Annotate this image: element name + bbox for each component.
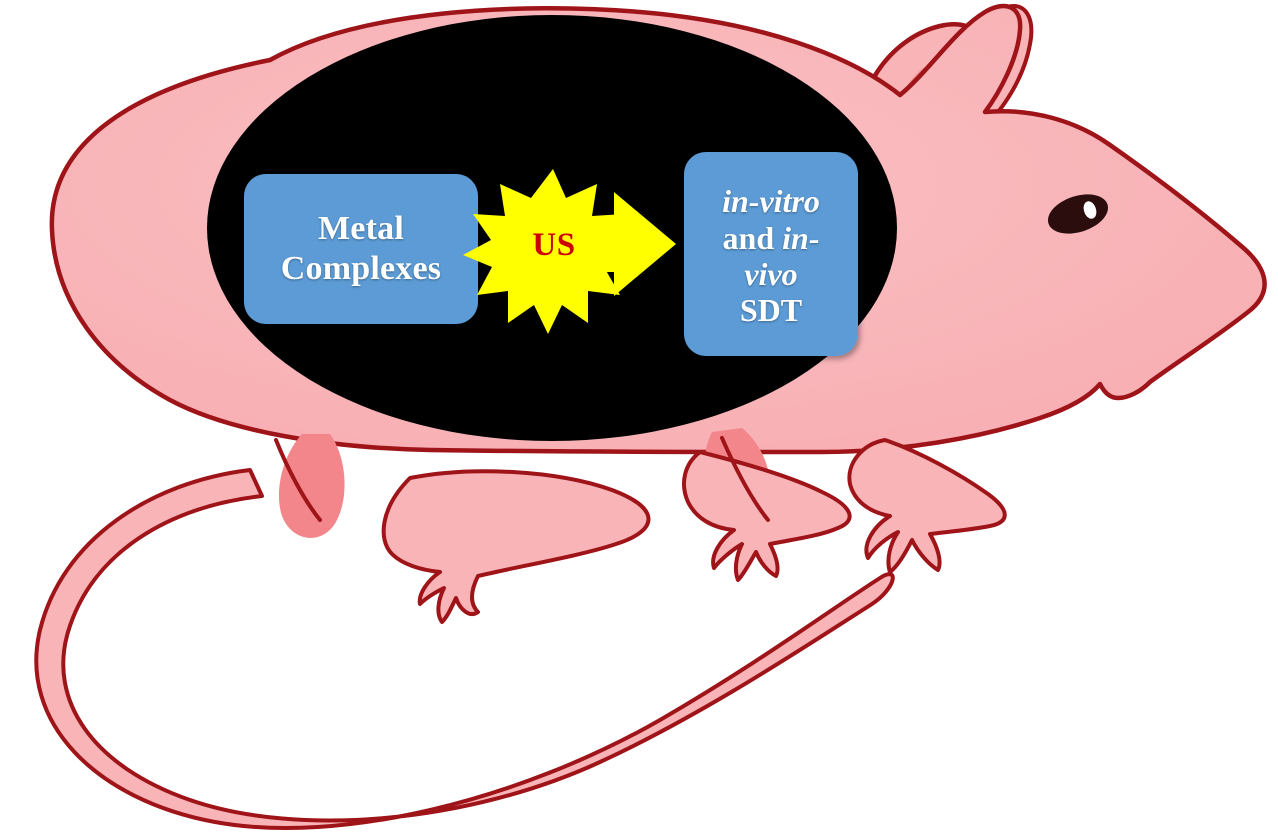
sdt-in-prefix: in- — [782, 219, 820, 256]
metal-complexes-line2: Complexes — [280, 250, 442, 287]
in-vitro-in-vivo-sdt-box[interactable] — [684, 152, 858, 356]
sdt-line-in-vitro: in-vitro — [722, 183, 820, 220]
metal-complexes-line1: Metal — [318, 209, 404, 247]
leg-separation-line-rear — [720, 436, 770, 522]
us-label-text: US — [532, 226, 576, 263]
sdt-line-and-in: and in- — [723, 220, 820, 256]
eye-icon — [1047, 194, 1109, 234]
mouse-rear-paw — [847, 438, 1007, 574]
metal-complexes-label: Metal Complexes — [248, 178, 474, 320]
starburst-icon — [463, 169, 634, 334]
sdt-and-text: and — [722, 219, 783, 256]
workflow-diagram — [244, 152, 858, 356]
sdt-line-sdt: SDT — [739, 292, 803, 329]
mouse-tail — [34, 468, 895, 830]
metal-complexes-box[interactable] — [244, 174, 478, 324]
us-label: US — [508, 222, 600, 268]
mouse-hind-leg-far — [381, 469, 651, 624]
sdt-line-vivo: vivo — [744, 256, 798, 292]
sdt-outcome-label: in-vitro and in- vivo SDT — [688, 158, 854, 354]
leg-separation-line — [274, 438, 322, 522]
